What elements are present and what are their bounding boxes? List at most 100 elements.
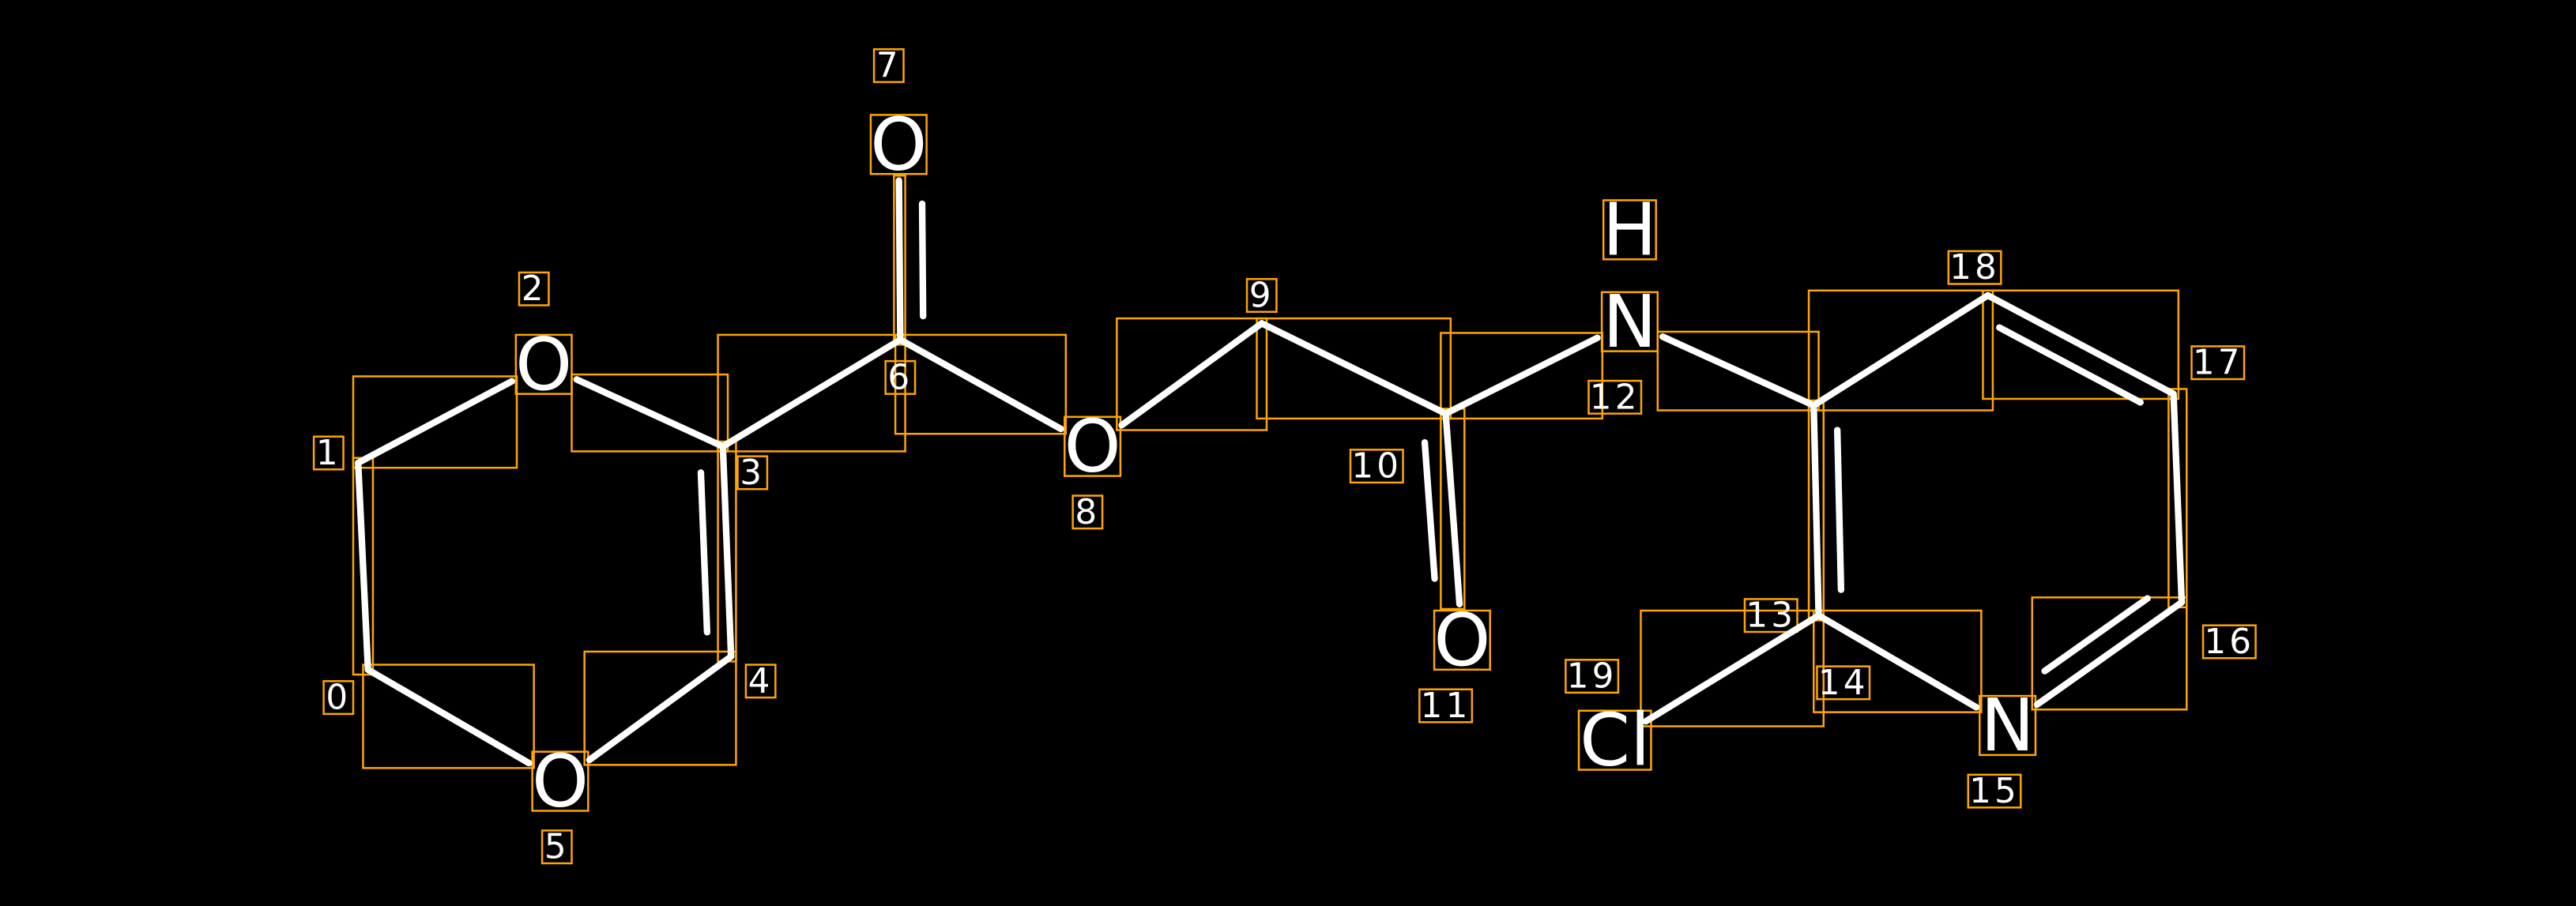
- bond-6-8: [897, 336, 1064, 433]
- atom-index-label: 13: [1746, 596, 1796, 636]
- atom-index-label: 4: [748, 661, 774, 701]
- bond-3-4-second-line: [697, 469, 711, 636]
- atom-index-box: [1349, 449, 1404, 484]
- atom-index-label: 1: [316, 433, 341, 473]
- atom-label-box: [1063, 415, 1122, 477]
- bond-3-6: [719, 336, 904, 450]
- atom-index-box: [736, 455, 769, 491]
- atom-index-box: [2201, 624, 2257, 660]
- bond-12-13: [1659, 333, 1817, 409]
- atom-index-label: 6: [887, 357, 913, 397]
- bond-4-5-box: [583, 650, 737, 766]
- atom-index-box: [872, 48, 905, 84]
- atom-index-label: 19: [1567, 656, 1618, 697]
- atom-index-box: [1816, 665, 1871, 701]
- bond-18-13-box: [1807, 289, 1994, 412]
- atom-index-label: 12: [1590, 377, 1640, 417]
- atom-element-label: O: [1433, 598, 1490, 682]
- atom-element-label: N: [1602, 280, 1656, 364]
- bond-17-18-second-line: [1996, 324, 2144, 406]
- bond-10-12: [1442, 334, 1601, 417]
- atom-element-label: O: [515, 322, 572, 407]
- bond-15-16-second-line: [2041, 595, 2151, 675]
- bond-1-2-box: [352, 375, 518, 469]
- hydrogen-label-box: [1602, 199, 1657, 261]
- atom-index-box: [744, 664, 777, 699]
- atom-label-box: [1979, 694, 2037, 757]
- atom-label-box: [1433, 609, 1491, 671]
- bond-10-11-second-line: [1421, 438, 1438, 582]
- atom-index-label: 2: [522, 269, 547, 309]
- bond-1-2: [355, 378, 515, 467]
- atom-index-label: 18: [1949, 247, 2000, 288]
- bond-3-4: [719, 443, 735, 660]
- bond-0-1: [355, 459, 371, 673]
- atom-element-label: O: [1064, 404, 1121, 489]
- atom-index-label: 17: [2193, 343, 2243, 383]
- bond-5-0-box: [362, 664, 535, 769]
- bond-8-9-box: [1116, 317, 1268, 431]
- atom-index-box: [540, 829, 573, 865]
- bond-17-18-box: [1982, 289, 2180, 400]
- atom-element-label: O: [870, 102, 927, 186]
- atom-index-box: [1565, 659, 1620, 694]
- atom-label-box: [1600, 291, 1659, 352]
- atom-element-label: O: [532, 739, 589, 824]
- bond-15-16: [2033, 599, 2186, 709]
- atom-label-box: [531, 750, 589, 812]
- atom-index-box: [884, 359, 917, 395]
- bonds: [355, 177, 2186, 767]
- atom-index-box: [1418, 688, 1474, 724]
- atom-index-label: 7: [876, 46, 902, 86]
- atom-index-box: [1743, 598, 1798, 633]
- bond-2-3: [573, 376, 726, 450]
- atom-index-label: 16: [2204, 622, 2254, 662]
- atom-index-box: [1245, 277, 1278, 314]
- bond-15-16-box: [2031, 596, 2188, 711]
- bond-17-18: [1984, 291, 2177, 397]
- atom-index-label: 15: [1969, 771, 2020, 811]
- atom-label-box: [1577, 709, 1652, 771]
- atom-index-box: [518, 271, 550, 306]
- bond-10-12-box: [1440, 332, 1604, 420]
- atom-index-label: 14: [1818, 663, 1869, 703]
- bond-14-19: [1642, 612, 1822, 725]
- atom-index-label: 11: [1421, 686, 1471, 726]
- bond-12-13-box: [1656, 330, 1820, 412]
- atom-label-box: [869, 114, 928, 175]
- bond-9-10-box: [1256, 317, 1452, 420]
- atom-label-box: [514, 333, 573, 395]
- atom-index-box: [1071, 494, 1104, 530]
- bond-14-15-box: [1813, 609, 1983, 713]
- atom-index-box: [322, 680, 355, 716]
- atom-element-label: N: [1980, 683, 2034, 768]
- bond-10-11: [1442, 410, 1463, 607]
- bond-6-7-box: [893, 175, 906, 346]
- bond-4-5: [586, 653, 735, 764]
- bond-13-14-second-line: [1833, 427, 1845, 593]
- bond-5-0: [364, 666, 533, 767]
- bond-2-3-box: [571, 373, 729, 453]
- bond-16-17: [2170, 390, 2186, 606]
- atom-index-label: 5: [544, 827, 570, 867]
- bond-6-7: [895, 177, 904, 344]
- bond-14-19-box: [1640, 609, 1825, 727]
- bond-14-15: [1815, 612, 1980, 711]
- atom-index-box: [1967, 773, 2022, 809]
- bond-8-9: [1118, 320, 1265, 429]
- atom-index-label: 8: [1075, 492, 1100, 532]
- bond-9-10: [1258, 320, 1449, 417]
- bond-6-8-box: [894, 333, 1068, 435]
- atom-index-label: 9: [1249, 276, 1275, 316]
- atom-index-box: [1587, 379, 1643, 415]
- atom-index-box: [2190, 345, 2246, 381]
- bond-13-14: [1810, 402, 1822, 619]
- bond-6-7-second-line: [918, 200, 927, 320]
- atom-index-label: 0: [326, 678, 351, 718]
- atom-index-label: 10: [1351, 446, 1402, 487]
- hydrogen-label: H: [1602, 187, 1657, 272]
- atom-index-box: [312, 435, 345, 471]
